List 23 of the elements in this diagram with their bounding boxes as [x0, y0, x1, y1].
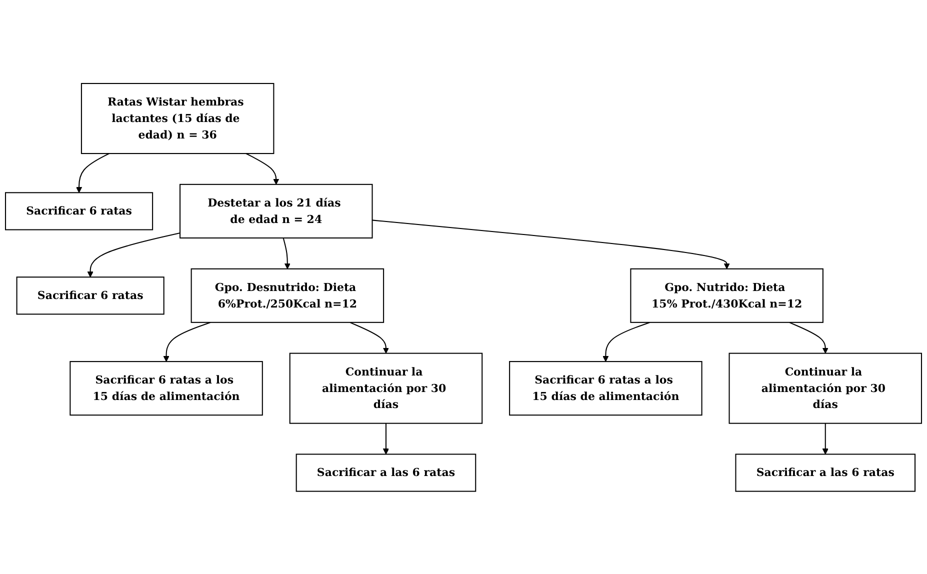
node-box: Sacrificar 6 ratas a los 15 días de alimentación	[509, 360, 702, 416]
node-box: Ratas Wistar hembras lactantes (15 días de edad) n = 36	[80, 82, 274, 154]
arrow	[822, 422, 828, 454]
arrow	[382, 422, 389, 454]
arrow	[372, 219, 730, 269]
node-box: Gpo. Nutrido: Dieta 15% Prot./430Kcal n=12	[630, 268, 824, 323]
arrow	[282, 237, 290, 269]
node-box: Sacrificar 6 ratas	[16, 276, 164, 314]
node-box: Gpo. Desnutrido: Dieta 6%Prot./250Kcal n=12	[190, 268, 384, 323]
node-box: Sacrificar 6 ratas	[5, 192, 154, 230]
arrow	[163, 322, 211, 362]
arrow	[789, 322, 828, 354]
arrow	[602, 322, 650, 362]
node-box: Sacrificar a las 6 ratas	[296, 453, 476, 492]
arrow	[246, 152, 280, 184]
node-box: Continuar la alimentación por 30 días	[289, 352, 483, 424]
arrow	[87, 232, 180, 277]
arrow	[76, 152, 110, 193]
arrow	[350, 322, 389, 354]
node-box: Sacrificar a las 6 ratas	[735, 453, 916, 492]
node-box: Continuar la alimentación por 30 días	[728, 352, 922, 424]
node-box: Destetar a los 21 días de edad n = 24	[180, 184, 373, 238]
node-box: Sacrificar 6 ratas a los 15 días de alimentación	[70, 360, 263, 416]
